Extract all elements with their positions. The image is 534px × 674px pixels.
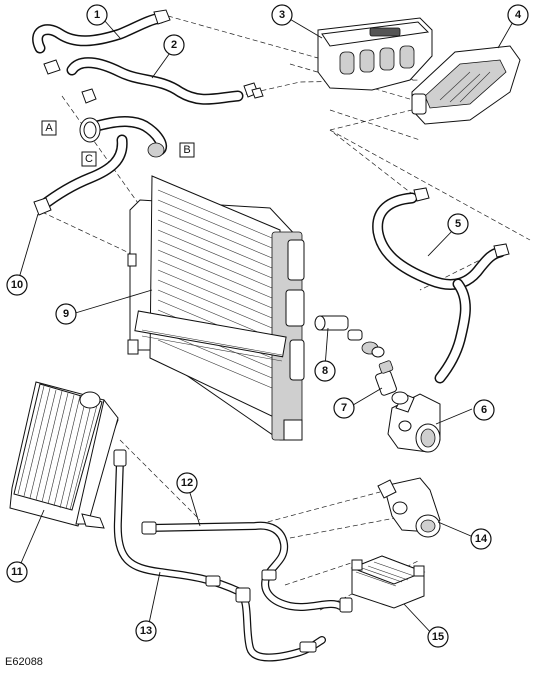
svg-text:14: 14 xyxy=(475,533,488,545)
callout-10: 10 xyxy=(6,274,28,296)
fittings-8 xyxy=(314,315,385,358)
svg-text:6: 6 xyxy=(481,404,487,416)
callout-2: 2 xyxy=(163,34,185,56)
callout-6: 6 xyxy=(473,399,495,421)
hose-2 xyxy=(66,57,264,105)
callout-4: 4 xyxy=(507,4,529,26)
assembly-lines xyxy=(41,15,531,611)
svg-text:3: 3 xyxy=(279,9,285,21)
callout-14: 14 xyxy=(470,528,492,550)
pipe-12 xyxy=(141,521,353,613)
view-letter-b: B xyxy=(183,144,190,156)
svg-text:15: 15 xyxy=(432,631,444,643)
svg-text:10: 10 xyxy=(11,279,23,291)
svg-text:12: 12 xyxy=(181,477,193,489)
svg-text:7: 7 xyxy=(341,402,347,414)
intake-manifold-3 xyxy=(317,17,433,91)
hose-clips-top-left xyxy=(43,59,97,104)
callout-11: 11 xyxy=(6,561,28,583)
svg-text:4: 4 xyxy=(515,9,522,21)
callout-1: 1 xyxy=(86,4,108,26)
connector-7 xyxy=(375,360,409,405)
leader-lines xyxy=(16,17,515,637)
callout-15: 15 xyxy=(427,626,449,648)
callout-13: 13 xyxy=(135,620,157,642)
view-letter-a-box: A xyxy=(41,120,57,136)
oil-cooler-fins xyxy=(17,385,99,511)
view-letter-c: C xyxy=(85,153,93,165)
svg-text:2: 2 xyxy=(171,39,177,51)
thermostat-housing-6 xyxy=(387,393,441,453)
oil-filter-housing-14 xyxy=(377,477,441,538)
svg-text:8: 8 xyxy=(322,365,328,377)
coolant-pipe-junction xyxy=(33,116,168,216)
figure-id: E62088 xyxy=(5,656,43,668)
view-letter-a: A xyxy=(45,122,53,134)
svg-text:9: 9 xyxy=(63,308,69,320)
svg-text:5: 5 xyxy=(455,218,461,230)
heat-exchanger-fins xyxy=(355,561,415,587)
hose-5 xyxy=(372,187,510,384)
pipe-13 xyxy=(113,449,326,662)
svg-text:1: 1 xyxy=(94,9,100,21)
callout-3: 3 xyxy=(271,4,293,26)
hose-1 xyxy=(32,9,171,54)
svg-text:13: 13 xyxy=(140,625,152,637)
oil-cooler-11 xyxy=(9,381,119,529)
svg-text:11: 11 xyxy=(11,566,23,578)
view-letter-c-box: C xyxy=(81,151,97,167)
radiator-9 xyxy=(127,175,305,441)
callout-8: 8 xyxy=(314,360,336,382)
callout-9: 9 xyxy=(55,303,77,325)
heat-exchanger-15 xyxy=(350,555,426,609)
view-letter-b-box: B xyxy=(179,142,195,158)
callout-12: 12 xyxy=(176,472,198,494)
intake-manifold-4 xyxy=(411,45,521,125)
callout-7: 7 xyxy=(333,397,355,419)
callout-5: 5 xyxy=(447,213,469,235)
